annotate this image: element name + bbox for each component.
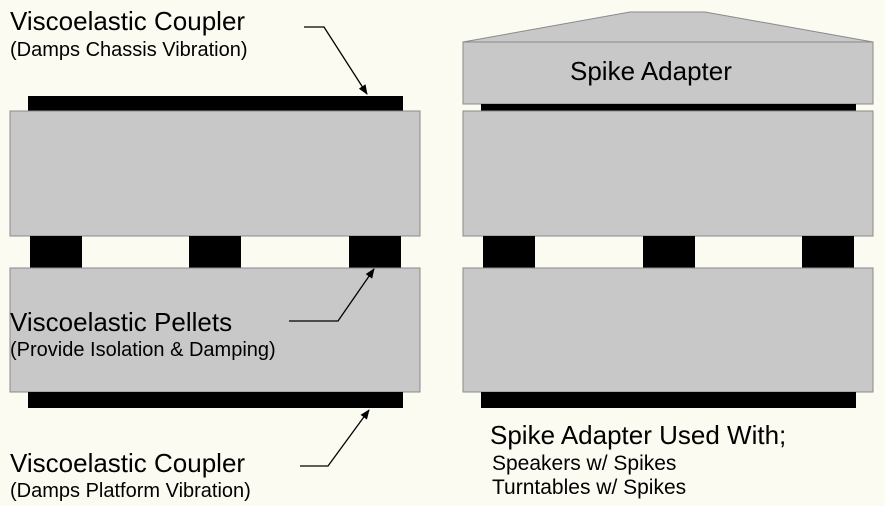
spike-adapter-roof: [462, 11, 874, 43]
lower-platform-block: [9, 267, 421, 393]
right-top-coupler-strip: [481, 104, 856, 111]
right-pellet-middle: [643, 236, 695, 268]
usage-line-turntables: Turntables w/ Spikes: [492, 476, 687, 499]
right-assembly: [462, 11, 874, 408]
right-lower-platform-block: [462, 267, 874, 393]
spike-adapter-block: [462, 41, 874, 105]
right-pellet-left: [483, 236, 535, 268]
pellet-right: [349, 236, 401, 268]
bottom-coupler-title: Viscoelastic Coupler: [10, 448, 246, 478]
right-bottom-coupler-strip: [481, 392, 856, 408]
pellet-middle: [189, 236, 241, 268]
top-coupler-title: Viscoelastic Coupler: [10, 6, 246, 36]
top-coupler-leader: [304, 26, 368, 95]
right-upper-platform-block: [462, 110, 874, 237]
top-coupler-subtitle: (Damps Chassis Vibration): [10, 39, 248, 61]
upper-platform-block: [9, 110, 421, 237]
pellets-subtitle: (Provide Isolation & Damping): [10, 339, 276, 361]
right-pellet-right: [802, 236, 854, 268]
left-assembly: [9, 96, 421, 408]
pellets-title: Viscoelastic Pellets: [10, 307, 233, 337]
spike-adapter-label: Spike Adapter: [570, 56, 732, 86]
bottom-coupler-strip: [28, 392, 403, 408]
bottom-coupler-subtitle: (Damps Platform Vibration): [10, 480, 251, 502]
usage-line-speakers: Speakers w/ Spikes: [492, 452, 677, 475]
pellet-left: [30, 236, 82, 268]
pellets-leader: [289, 268, 375, 322]
usage-title: Spike Adapter Used With;: [490, 420, 787, 450]
top-coupler-strip: [28, 96, 403, 111]
bottom-coupler-leader: [300, 409, 370, 467]
